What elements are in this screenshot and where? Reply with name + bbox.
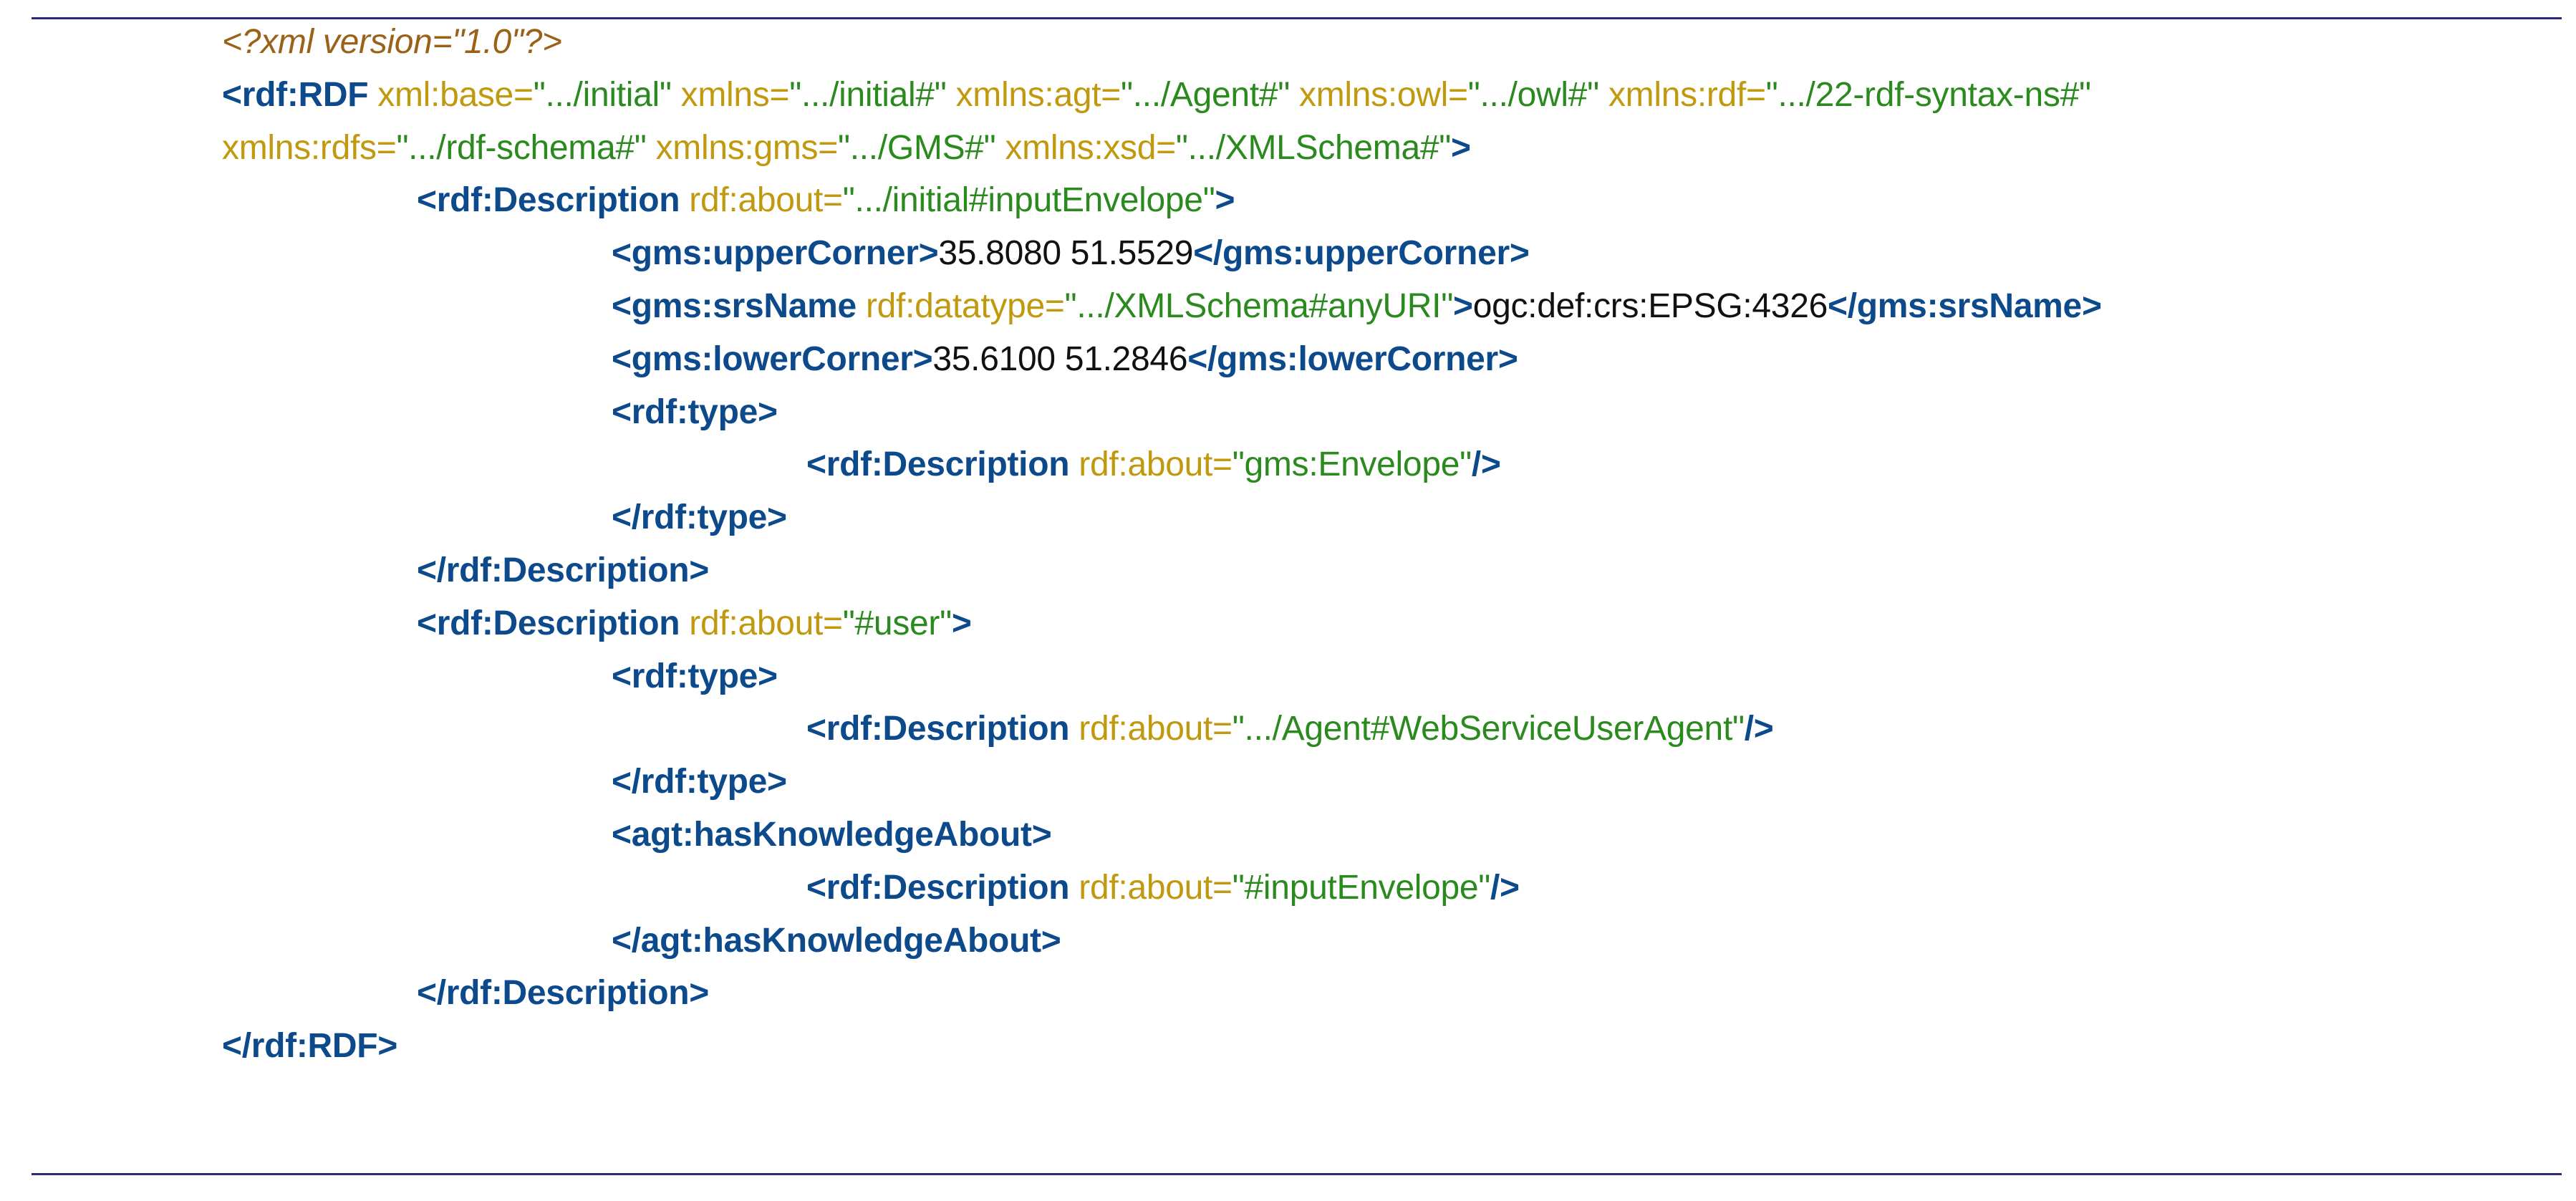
code-token-txt: 35.8080 51.5529: [938, 234, 1194, 273]
code-token-tag: >: [1452, 287, 1473, 325]
code-token-tag: >: [1451, 128, 1471, 167]
code-token-tag: <rdf:type>: [612, 657, 778, 695]
code-token-attr: xmlns=: [671, 75, 790, 114]
code-line: <gms:srsName rdf:datatype=".../XMLSchema…: [612, 280, 2102, 333]
code-token-tag: <rdf:Description: [806, 710, 1070, 748]
code-token-tag: </rdf:type>: [612, 763, 787, 801]
code-line: <rdf:type>: [612, 386, 778, 439]
code-token-val: ".../GMS#": [837, 128, 996, 167]
code-line: xmlns:rdfs=".../rdf-schema#" xmlns:gms="…: [222, 122, 1471, 175]
code-token-tag: </rdf:RDF>: [222, 1027, 398, 1066]
code-token-val: ".../Agent#WebServiceUserAgent": [1232, 710, 1745, 748]
code-token-val: ".../Agent#": [1121, 75, 1290, 114]
code-token-attr: rdf:about=: [1069, 710, 1232, 748]
code-token-attr: xmlns:agt=: [946, 75, 1121, 114]
code-token-val: ".../22-rdf-syntax-ns#": [1765, 75, 2091, 114]
code-token-tag: </rdf:Description>: [417, 974, 710, 1013]
code-token-val: ".../XMLSchema#": [1175, 128, 1451, 167]
code-line: <rdf:type>: [612, 650, 778, 703]
code-token-tag: <rdf:Description: [806, 868, 1070, 907]
code-line: </rdf:Description>: [417, 544, 709, 597]
code-token-tag: </gms:lowerCorner>: [1187, 339, 1518, 378]
code-line: <?xml version="1.0"?>: [222, 16, 562, 69]
code-token-tag: </gms:upperCorner>: [1193, 234, 1530, 273]
code-token-tag: <rdf:Description: [806, 445, 1070, 484]
code-token-attr: xml:base=: [368, 75, 534, 114]
code-token-attr: xmlns:gms=: [646, 128, 839, 167]
code-line: <gms:upperCorner>35.8080 51.5529</gms:up…: [612, 227, 1530, 280]
code-token-val: "#inputEnvelope": [1232, 868, 1491, 907]
code-token-attr: rdf:datatype=: [856, 287, 1065, 325]
code-token-attr: xmlns:rdfs=: [222, 128, 397, 167]
code-token-attr: rdf:about=: [680, 181, 843, 220]
code-token-tag: />: [1744, 710, 1774, 748]
code-token-tag: />: [1490, 868, 1520, 907]
code-token-val: ".../XMLSchema#anyURI": [1064, 287, 1454, 325]
code-token-attr: xmlns:xsd=: [995, 128, 1176, 167]
code-line: <rdf:Description rdf:about="#inputEnvelo…: [806, 862, 1520, 915]
code-token-attr: rdf:about=: [1069, 445, 1232, 484]
code-token-attr: rdf:about=: [1069, 868, 1232, 907]
code-token-tag: >: [1215, 181, 1235, 220]
code-line: <gms:lowerCorner>35.6100 51.2846</gms:lo…: [612, 333, 1518, 386]
code-line: <rdf:Description rdf:about="#user">: [417, 597, 972, 650]
code-line: </rdf:type>: [612, 491, 787, 544]
code-line: <agt:hasKnowledgeAbout>: [612, 809, 1052, 862]
code-token-tag: <gms:srsName: [612, 287, 857, 325]
code-token-tag: >: [951, 604, 972, 642]
top-rule: [32, 17, 2562, 19]
code-token-txt: ogc:def:crs:EPSG:4326: [1472, 287, 1828, 325]
code-line: </rdf:type>: [612, 756, 787, 809]
code-token-tag: <agt:hasKnowledgeAbout>: [612, 816, 1052, 854]
code-token-val: ".../initial#inputEnvelope": [842, 181, 1215, 220]
code-token-val: ".../initial": [533, 75, 672, 114]
code-line: </rdf:RDF>: [222, 1020, 397, 1073]
code-token-tag: </rdf:Description>: [417, 551, 710, 589]
code-token-tag: <rdf:Description: [417, 181, 680, 220]
code-token-tag: />: [1471, 445, 1501, 484]
code-token-tag: <rdf:RDF: [222, 75, 369, 114]
code-token-tag: <rdf:Description: [417, 604, 680, 642]
code-token-tag: <gms:upperCorner>: [612, 234, 939, 273]
code-line: <rdf:Description rdf:about=".../initial#…: [417, 174, 1235, 227]
code-token-val: "#user": [842, 604, 952, 642]
code-line: <rdf:Description rdf:about=".../Agent#We…: [806, 703, 1774, 756]
code-line: </agt:hasKnowledgeAbout>: [612, 915, 1061, 968]
code-token-tag: </gms:srsName>: [1828, 287, 2102, 325]
code-token-tag: </rdf:type>: [612, 498, 787, 537]
code-token-decl: <?xml version="1.0"?>: [222, 23, 562, 61]
code-token-val: ".../initial#": [789, 75, 947, 114]
code-line: </rdf:Description>: [417, 967, 709, 1020]
code-token-val: "gms:Envelope": [1232, 445, 1472, 484]
code-token-attr: xmlns:owl=: [1290, 75, 1468, 114]
code-token-attr: rdf:about=: [680, 604, 843, 642]
bottom-rule: [32, 1173, 2562, 1175]
code-token-attr: xmlns:rdf=: [1598, 75, 1766, 114]
code-token-tag: <gms:lowerCorner>: [612, 339, 933, 378]
code-token-tag: </agt:hasKnowledgeAbout>: [612, 921, 1061, 960]
code-token-txt: 35.6100 51.2846: [932, 339, 1188, 378]
code-line: <rdf:Description rdf:about="gms:Envelope…: [806, 438, 1501, 491]
code-line: <rdf:RDF xml:base=".../initial" xmlns=".…: [222, 69, 2091, 122]
code-token-val: ".../rdf-schema#": [396, 128, 647, 167]
code-token-val: ".../owl#": [1467, 75, 1599, 114]
code-token-tag: <rdf:type>: [612, 392, 778, 431]
